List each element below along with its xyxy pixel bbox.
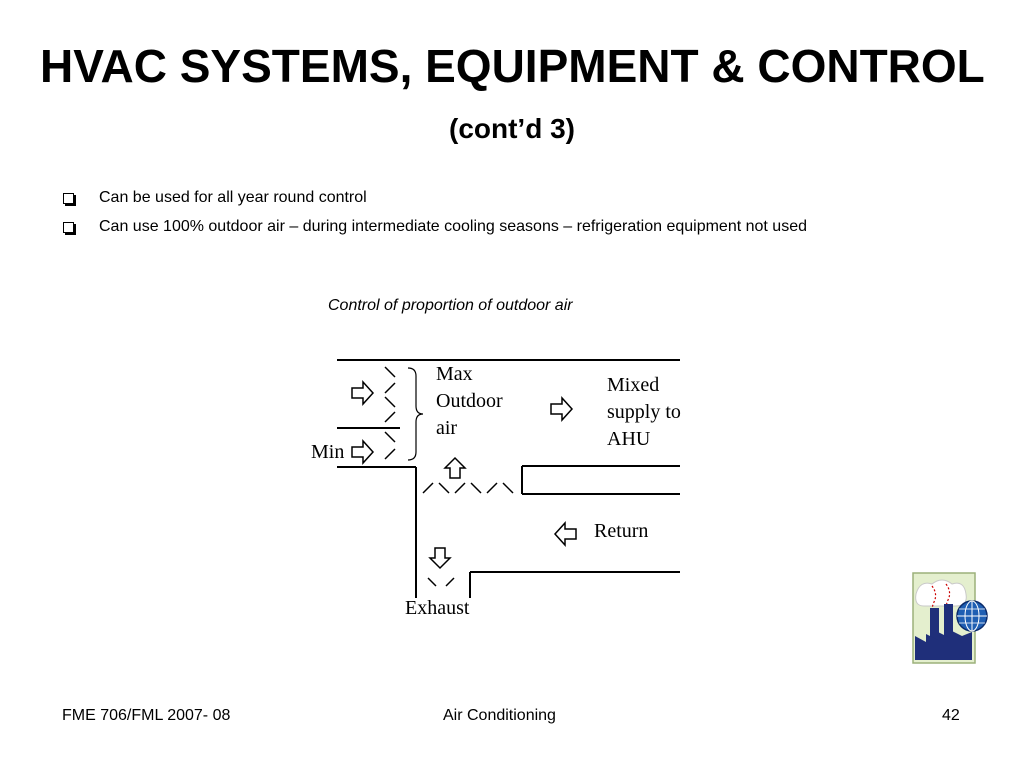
min-label: Min xyxy=(311,441,345,463)
bullet-text: Can use 100% outdoor air – during interm… xyxy=(99,218,807,235)
diagram-caption: Control of proportion of outdoor air xyxy=(328,297,573,314)
slide-title: HVAC SYSTEMS, EQUIPMENT & CONTROL (cont’… xyxy=(0,38,1024,157)
max-outdoor-label-1: Max xyxy=(436,363,473,385)
title-main: HVAC SYSTEMS, EQUIPMENT & CONTROL xyxy=(40,40,984,92)
arrow-icon xyxy=(351,380,375,406)
title-sub: (cont’d 3) xyxy=(449,113,575,144)
return-label: Return xyxy=(594,520,649,542)
bullet-text: Can be used for all year round control xyxy=(99,189,367,206)
brace-bracket xyxy=(407,367,424,461)
max-outdoor-label-2: Outdoor xyxy=(436,390,503,412)
flow-arrows xyxy=(351,380,577,570)
footer-course: FME 706/FML 2007- 08 xyxy=(62,707,231,724)
bullet-list: Can be used for all year round control C… xyxy=(62,186,822,244)
bullet-box-icon xyxy=(63,222,74,233)
bullet-box-icon xyxy=(63,193,74,204)
mixed-supply-label-1: Mixed xyxy=(607,374,660,396)
duct-lines xyxy=(337,359,680,598)
factory-globe-logo-icon xyxy=(912,572,988,664)
max-outdoor-label-3: air xyxy=(436,417,458,439)
arrow-icon xyxy=(550,396,574,422)
footer-subject: Air Conditioning xyxy=(443,707,556,724)
exhaust-label: Exhaust xyxy=(405,597,470,619)
bullet-item: Can use 100% outdoor air – during interm… xyxy=(62,215,822,239)
arrow-icon xyxy=(553,521,577,547)
damper-blades xyxy=(384,366,514,587)
arrow-icon xyxy=(428,547,452,570)
arrow-icon xyxy=(351,439,375,465)
mixed-supply-label-3: AHU xyxy=(607,428,651,450)
arrow-icon xyxy=(443,456,467,479)
bullet-item: Can be used for all year round control xyxy=(62,186,822,210)
footer-page-number: 42 xyxy=(942,707,960,724)
mixed-supply-label-2: supply to xyxy=(607,401,681,423)
